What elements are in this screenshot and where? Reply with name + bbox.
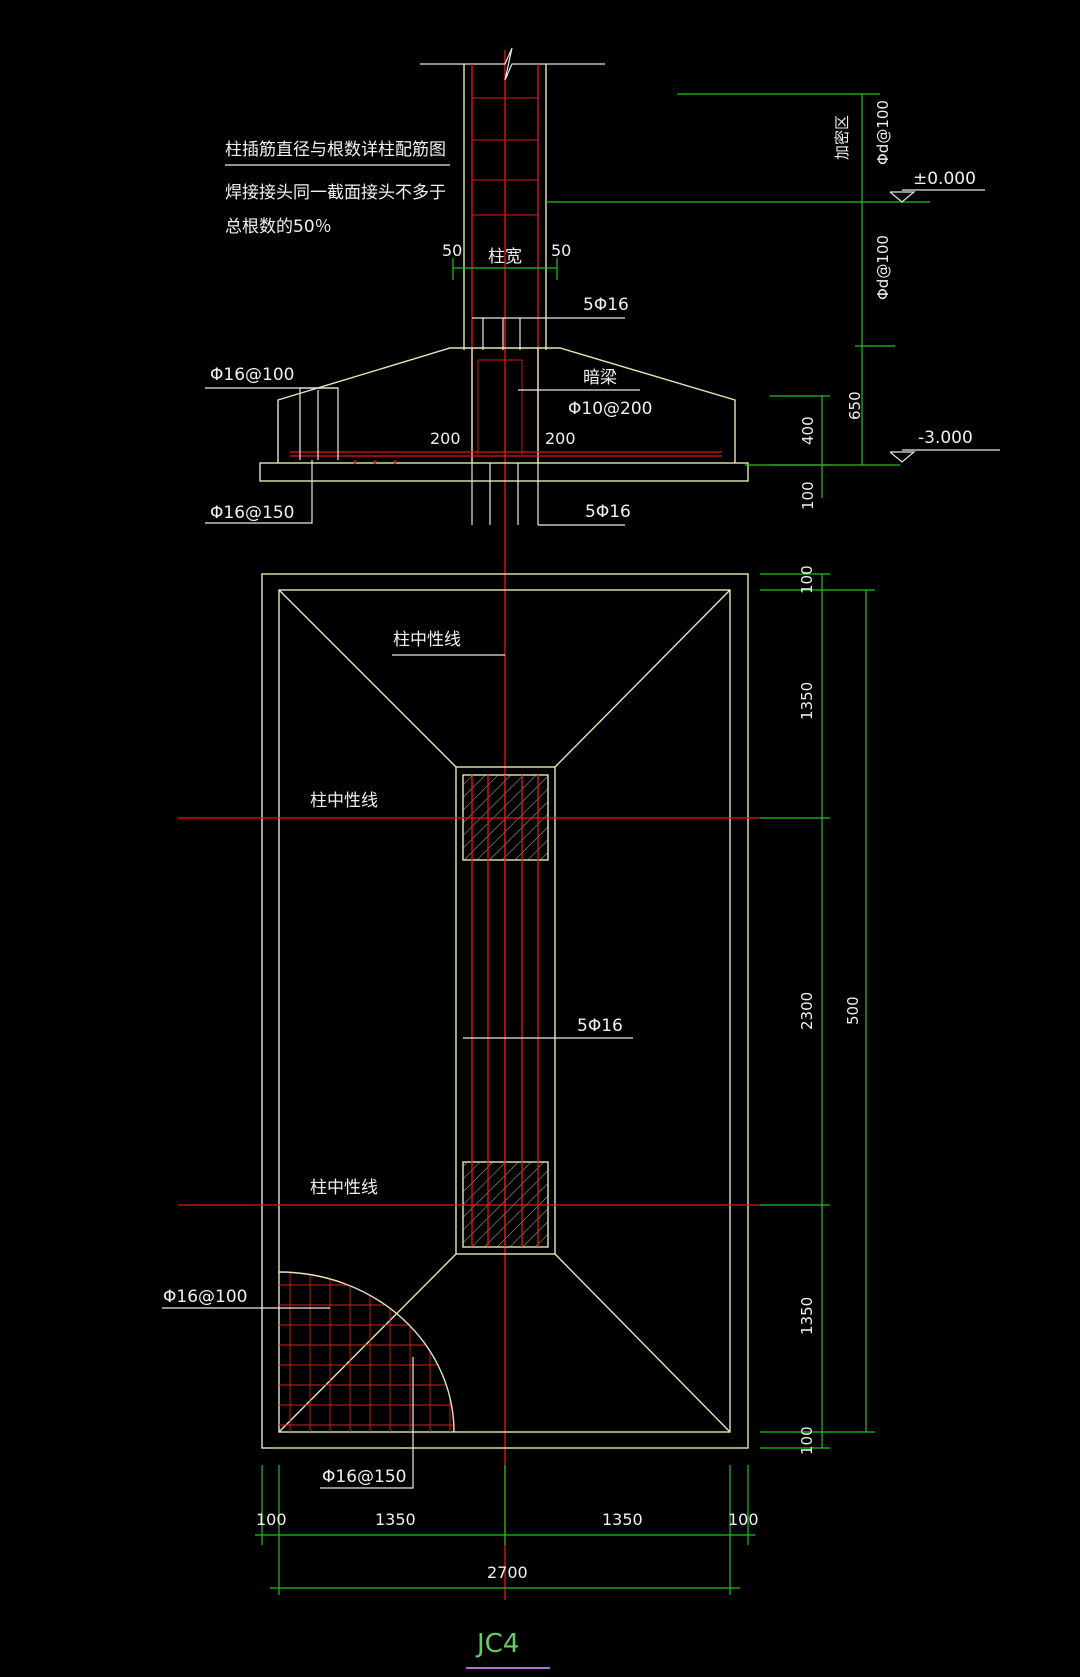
mesh-top-label: Φ16@100: [163, 1287, 247, 1307]
beam-bars-label: 5Φ16: [577, 1016, 623, 1036]
dim-100: 100: [799, 481, 817, 510]
v-dim-1: 1350: [798, 682, 816, 720]
stirrup-lower-label: Φd@100: [874, 235, 892, 300]
center-line-label-1: 柱中性线: [393, 630, 461, 650]
hidden-beam-label: 暗梁: [583, 368, 617, 388]
v-dim-3: 1350: [798, 1297, 816, 1335]
plan-view: 柱中性线 柱中性线 柱中性线 5Φ16: [162, 565, 875, 1595]
break-line: [420, 47, 605, 81]
inner-right-dim: 200: [545, 429, 576, 448]
beam-pedestal: [455, 766, 556, 1255]
v-total: 500: [844, 996, 862, 1025]
v-dim-0: 100: [798, 565, 816, 594]
note-weld-1: 焊接接头同一截面接头不多于: [225, 183, 446, 203]
rebar-top-label: Φ16@100: [210, 365, 294, 385]
h-dim-2: 1350: [602, 1510, 643, 1529]
note-column-bars: 柱插筋直径与根数详柱配筋图: [225, 140, 446, 160]
elevation-bottom: -3.000: [918, 428, 973, 448]
hidden-beam-stirrup: Φ10@200: [568, 399, 652, 419]
v-dim-4: 100: [798, 1426, 816, 1455]
note-weld-2: 总根数的50％: [225, 217, 332, 237]
top-bars-label: 5Φ16: [583, 295, 629, 315]
plan-outer-outline: [261, 573, 749, 1449]
dense-zone-label: 加密区: [833, 115, 851, 160]
mesh-bottom-label: Φ16@150: [322, 1467, 406, 1487]
h-dim-3: 100: [728, 1510, 759, 1529]
section-view: 柱插筋直径与根数详柱配筋图 焊接接头同一截面接头不多于 总根数的50％ 50 柱…: [205, 47, 1000, 1600]
h-dim-0: 100: [256, 1510, 287, 1529]
col-width-label: 柱宽: [488, 247, 522, 267]
stirrup-upper-label: Φd@100: [874, 100, 892, 165]
h-dim-1: 1350: [375, 1510, 416, 1529]
col-offset-left: 50: [442, 241, 462, 260]
footing-outline: [277, 347, 736, 463]
rebar-mesh: [278, 1271, 455, 1433]
h-total: 2700: [487, 1563, 528, 1582]
dim-400: 400: [799, 416, 817, 445]
inner-left-dim: 200: [430, 429, 461, 448]
drawing-title: JC4: [475, 1629, 519, 1659]
elevation-top: ±0.000: [913, 169, 976, 189]
rebar-bottom-label: Φ16@150: [210, 503, 294, 523]
center-line-label-3: 柱中性线: [310, 1178, 378, 1198]
center-line-label-2: 柱中性线: [310, 791, 378, 811]
v-dim-2: 2300: [798, 992, 816, 1030]
plan-inner-outline: [278, 589, 731, 1433]
dim-650: 650: [846, 391, 864, 420]
blinding-layer: [259, 462, 749, 482]
col-offset-right: 50: [551, 241, 571, 260]
bottom-bars-label: 5Φ16: [585, 502, 631, 522]
